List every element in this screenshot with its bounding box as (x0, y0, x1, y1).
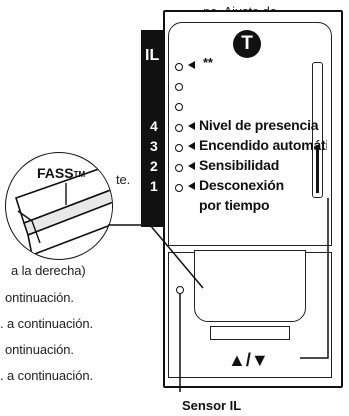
arrow-mode-1-icon (188, 182, 195, 190)
led-mode-4 (175, 124, 183, 132)
mode-label-2: Sensibilidad (199, 157, 280, 173)
fass-tm: TM (73, 170, 86, 179)
side-text-3: ontinuación. (5, 290, 74, 305)
mode-num-2: 2 (150, 158, 158, 174)
side-text-6: . a continuación. (0, 368, 93, 383)
sensor-lens (194, 250, 306, 322)
mode-num-3: 3 (150, 138, 158, 154)
fass-detail-circle (5, 152, 113, 260)
il-label: IL (145, 47, 160, 64)
fass-label-text: FASS (37, 165, 74, 181)
mode-label-3: Encendido automáti (199, 137, 327, 153)
led-mode-2 (175, 164, 183, 172)
fass-detail-drawing (15, 163, 112, 257)
side-text-1: te. (116, 172, 131, 187)
led-3 (175, 103, 183, 111)
mode-num-1: 1 (150, 178, 158, 194)
slider-slot (312, 62, 323, 198)
side-text-5: ontinuación. (5, 342, 74, 357)
mode-label-1: Desconexión (199, 177, 284, 193)
mode-num-4: 4 (150, 118, 158, 134)
sensor-il-label: Sensor IL (182, 398, 242, 413)
led-mode-3 (175, 144, 183, 152)
bottom-button-bar (210, 326, 290, 340)
brand-logo: T (233, 30, 261, 58)
led-mode-1 (175, 184, 183, 192)
mode-label-4: Nivel de presencia (199, 117, 319, 133)
arrow-top-icon (188, 61, 195, 69)
led-top (175, 63, 183, 71)
fass-label: FASSTM (37, 165, 85, 181)
slider-level-bar (316, 145, 319, 193)
up-down-buttons-label: ▲/▼ (228, 350, 269, 370)
side-text-2: a la derecha) (11, 263, 86, 278)
upper-panel (168, 22, 332, 246)
side-text-4: . a continuación. (0, 316, 93, 331)
led-2 (175, 83, 183, 91)
arrow-mode-2-icon (188, 162, 195, 170)
top-indicator-label: ** (203, 55, 213, 70)
arrow-mode-3-icon (188, 142, 195, 150)
il-side-bar (141, 30, 163, 227)
mode-label-1-line2: por tiempo (199, 197, 270, 213)
arrow-mode-4-icon (188, 122, 195, 130)
